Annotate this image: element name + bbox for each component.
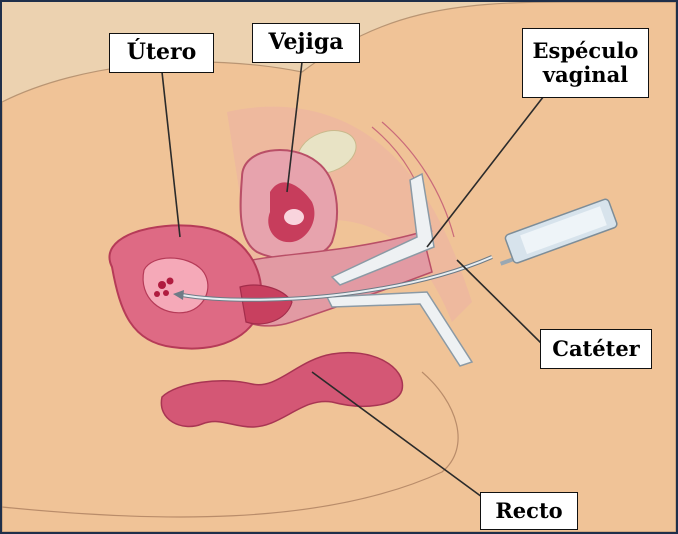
embryo — [158, 281, 166, 289]
bladder-highlight — [284, 209, 304, 225]
embryo — [154, 291, 160, 297]
label-rectum: Recto — [480, 492, 578, 530]
embryo — [163, 290, 169, 296]
label-catheter: Catéter — [540, 329, 652, 369]
embryo — [167, 278, 174, 285]
label-speculum: Espéculo vaginal — [522, 28, 649, 98]
label-bladder: Vejiga — [252, 23, 360, 63]
label-uterus: Útero — [109, 33, 214, 73]
